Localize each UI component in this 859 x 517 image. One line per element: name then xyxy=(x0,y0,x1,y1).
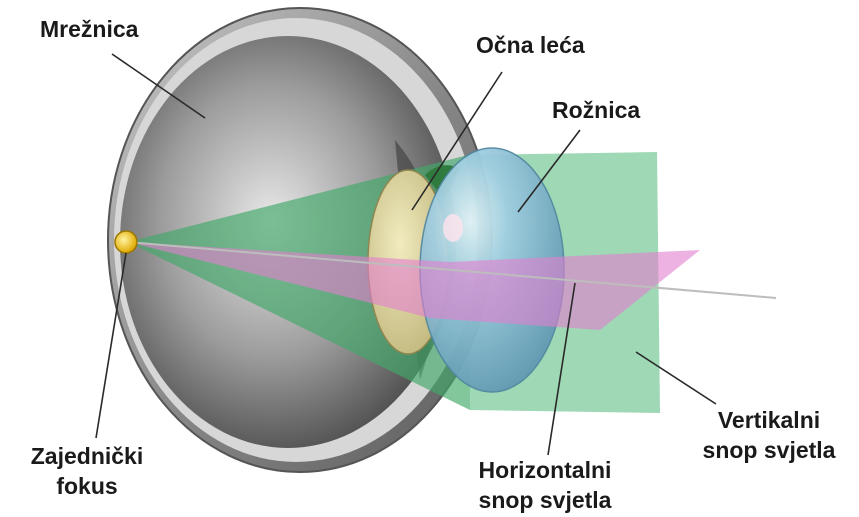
label-cornea-text: Rožnica xyxy=(552,95,640,125)
label-horizontal-beam: Horizontalni snop svjetla xyxy=(450,455,640,515)
label-focus-line1: Zajednički xyxy=(12,441,162,471)
label-lens-text: Očna leća xyxy=(476,30,585,60)
label-focus-line2: fokus xyxy=(12,471,162,501)
label-vertical-beam: Vertikalni snop svjetla xyxy=(684,405,854,465)
label-focus: Zajednički fokus xyxy=(12,441,162,501)
label-retina: Mrežnica xyxy=(40,14,138,44)
cornea-highlight xyxy=(443,214,463,242)
label-vertical-line1: Vertikalni xyxy=(684,405,854,435)
label-retina-text: Mrežnica xyxy=(40,14,138,44)
focus-point xyxy=(115,231,137,253)
label-horizontal-line1: Horizontalni xyxy=(450,455,640,485)
label-cornea: Rožnica xyxy=(552,95,640,125)
label-lens: Očna leća xyxy=(476,30,585,60)
label-vertical-line2: snop svjetla xyxy=(684,435,854,465)
label-horizontal-line2: snop svjetla xyxy=(450,485,640,515)
